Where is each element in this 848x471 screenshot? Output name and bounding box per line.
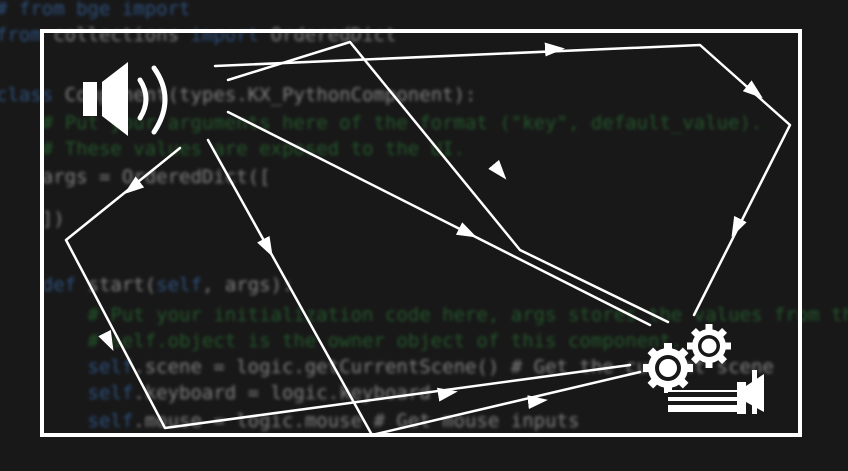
code-line: # These values are exposed to the UI. [0, 136, 465, 162]
code-line: # Put your arguments here of the format … [0, 110, 763, 136]
arrowhead-marker [436, 387, 458, 402]
code-line: # from bge import [0, 0, 202, 22]
code-token: self [87, 382, 134, 404]
code-token: Component(types.KX_PythonComponent): [64, 84, 477, 106]
arrowhead-marker [527, 395, 548, 410]
connector-line [226, 110, 652, 327]
code-token: # Put your initialization code here, arg… [0, 304, 848, 326]
connector-line [226, 40, 670, 324]
code-line: args = OrderedDict([ [0, 164, 271, 190]
code-token: self [87, 356, 134, 378]
code-token: # These values are exposed to the UI. [0, 138, 465, 160]
code-token: # from bge import [0, 0, 202, 20]
speaker-icon [83, 62, 168, 136]
code-token: start( [87, 274, 157, 296]
arrowhead-marker [98, 329, 114, 351]
code-token: class [0, 84, 65, 106]
code-line: ]) [0, 206, 65, 232]
code-line: self.keyboard = logic.keyboard [0, 380, 431, 406]
arrowhead-marker [488, 159, 507, 180]
code-line: # Put your initialization code here, arg… [0, 302, 848, 328]
code-token: self [156, 274, 202, 296]
code-token: # Put your arguments here of the format … [0, 112, 763, 134]
code-line: class Component(types.KX_PythonComponent… [0, 82, 476, 108]
code-token: from [0, 24, 54, 46]
code-token: args = OrderedDict([ [0, 166, 271, 188]
movie-camera-with-gears-icon [643, 324, 764, 414]
code-line: def start(self, args): [0, 272, 294, 298]
arrowhead-marker [544, 42, 565, 57]
code-token: def [41, 274, 88, 296]
white-frame [40, 29, 802, 437]
connector-line [64, 146, 632, 430]
code-token: # self.object is the owner object of thi… [0, 330, 683, 352]
code-token: , args): [201, 274, 294, 296]
connector-line [213, 43, 792, 317]
code-line: # self.object is the owner object of thi… [0, 328, 683, 354]
code-token: self [87, 410, 134, 432]
code-token: ]) [0, 208, 65, 230]
